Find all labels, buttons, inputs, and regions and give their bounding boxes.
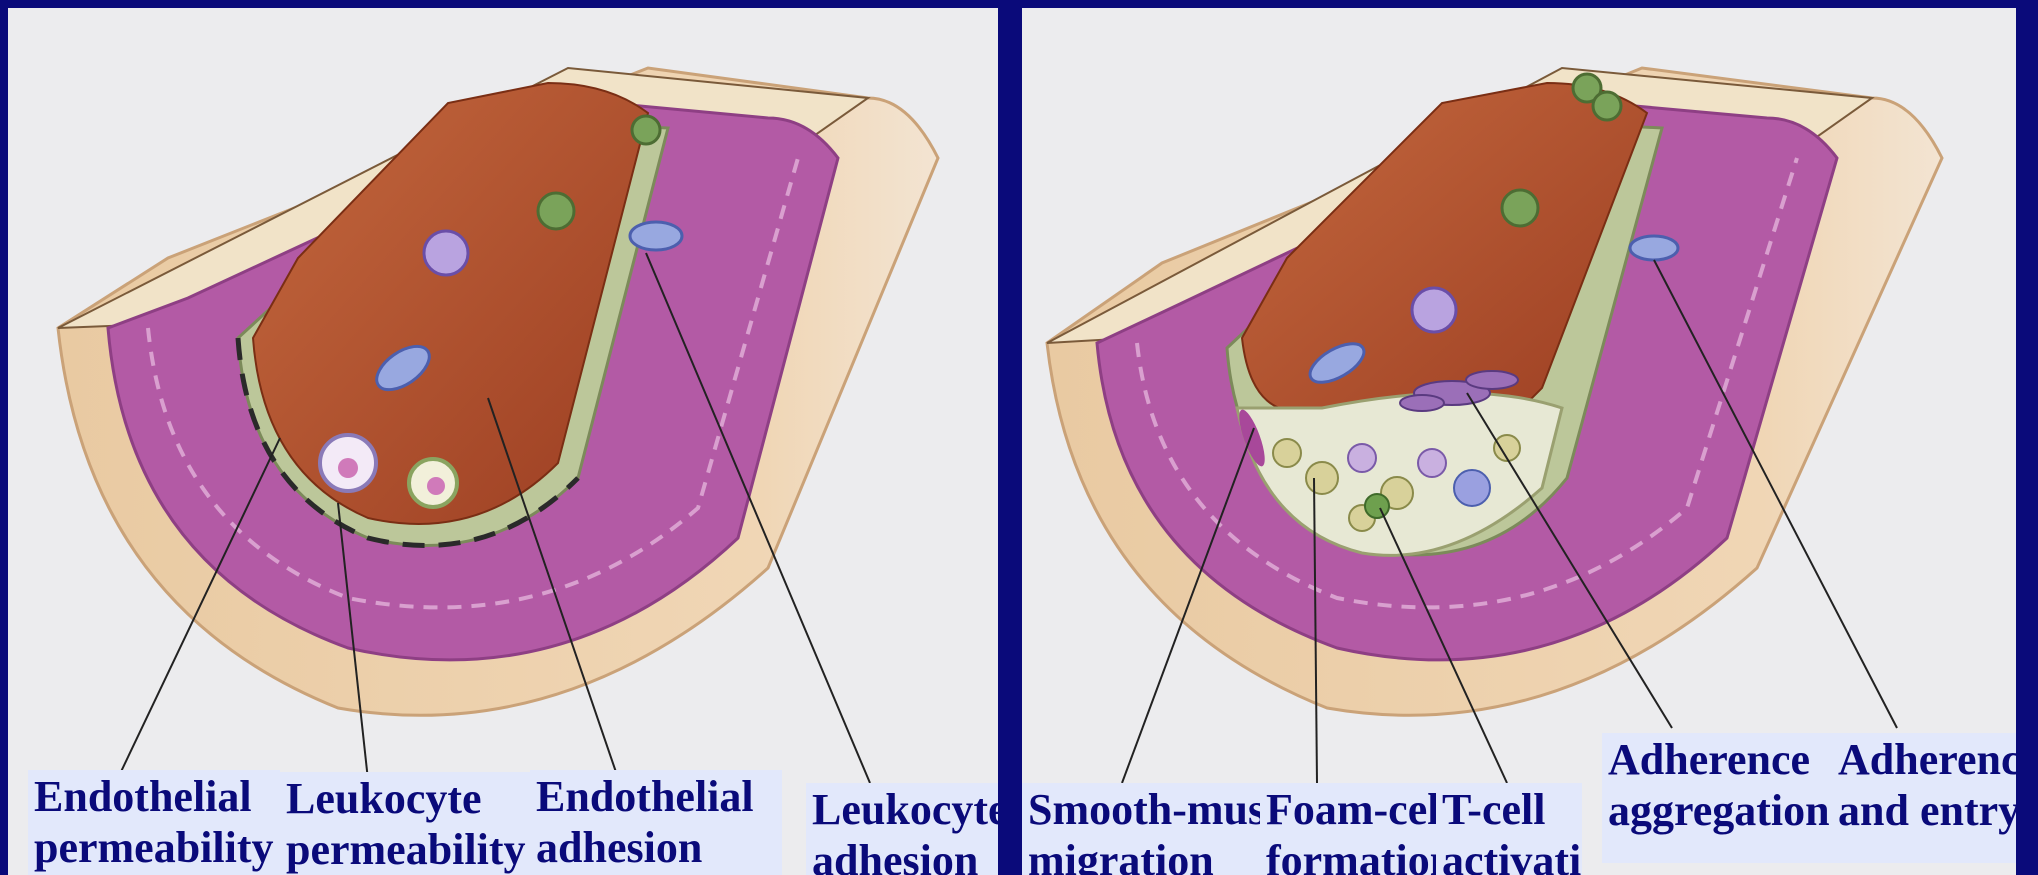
label-foam-cell-formation: Foam-cell formation bbox=[1260, 783, 1436, 875]
label-leukocyte-permeability: Leukocyte permeability bbox=[280, 772, 530, 875]
right-panel-fatty-streak: Smooth-muscle migration Foam-cell format… bbox=[1022, 8, 2016, 875]
monocyte-cell bbox=[630, 222, 682, 250]
label-endothelial-adhesion: Endothelial adhesion bbox=[530, 770, 782, 875]
platelet-cell bbox=[538, 193, 574, 229]
leukocyte-cell bbox=[1412, 288, 1456, 332]
label-smooth-muscle-migration: Smooth-muscle migration bbox=[1022, 783, 1260, 875]
artery-cross-section-illustration bbox=[8, 8, 998, 875]
monocyte-cell bbox=[1630, 236, 1678, 260]
t-cell bbox=[1365, 494, 1389, 518]
label-t-cell-activation: T-cell activation bbox=[1436, 783, 1582, 875]
platelet-cell bbox=[632, 116, 660, 144]
label-adherence-entry: Adherence and entry bbox=[1832, 733, 2016, 863]
platelet-cell bbox=[1502, 190, 1538, 226]
label-leukocyte-adhesion: Leukocyte adhesion bbox=[806, 783, 998, 875]
left-panel-early-lesion: Endothelial permeability Leukocyte perme… bbox=[8, 8, 998, 875]
label-endothelial-permeability: Endothelial permeability bbox=[28, 770, 280, 875]
platelet-cell bbox=[1593, 92, 1621, 120]
leukocyte-cell bbox=[424, 231, 468, 275]
label-adherence-aggregation: Adherence aggregation bbox=[1602, 733, 1832, 863]
